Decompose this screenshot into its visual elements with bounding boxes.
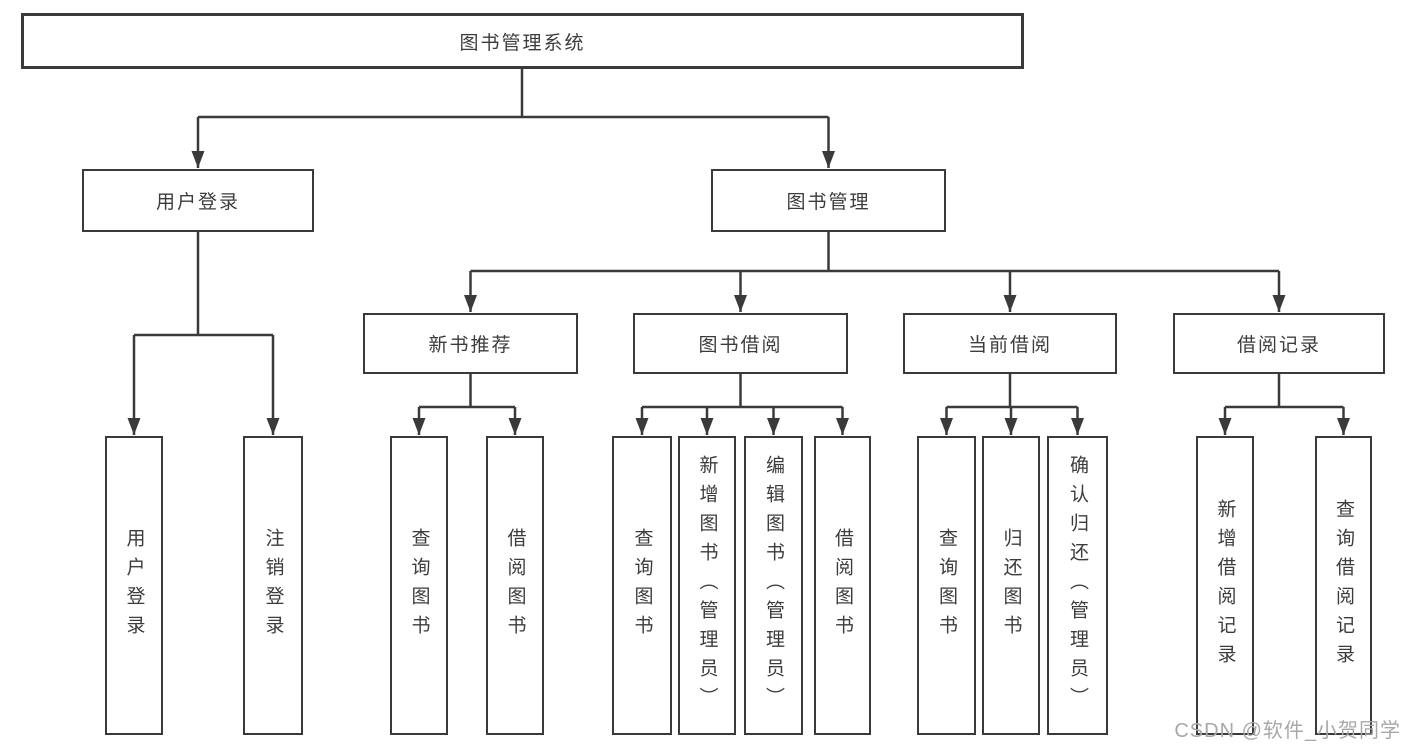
leaf-borrow-book-label: 借阅图书 [832, 527, 853, 644]
leaf-edit-book-admin-label: 编辑图书（管理员） [763, 455, 784, 716]
node-user-login: 用户登录 [82, 169, 314, 232]
leaf-query-book-borrow-label: 查询图书 [631, 527, 653, 644]
node-current-borrow-label: 当前借阅 [967, 335, 1052, 356]
node-borrow-records-label: 借阅记录 [1236, 335, 1321, 356]
leaf-confirm-return-admin: 确认归还（管理员） [1047, 436, 1108, 735]
leaf-borrow-book-recommend: 借阅图书 [486, 436, 544, 735]
leaf-query-book-recommend-label: 查询图书 [408, 527, 430, 644]
leaf-query-borrow-record: 查询借阅记录 [1315, 436, 1372, 735]
node-book-management: 图书管理 [711, 169, 946, 232]
node-book-management-label: 图书管理 [786, 192, 871, 213]
leaf-return-book-label: 归还图书 [1000, 527, 1022, 644]
leaf-query-book-borrow: 查询图书 [612, 436, 672, 735]
leaf-query-book-recommend: 查询图书 [390, 436, 448, 735]
node-new-book-recommend-label: 新书推荐 [428, 335, 513, 356]
node-current-borrow: 当前借阅 [903, 313, 1117, 374]
leaf-query-book-current-label: 查询图书 [936, 527, 957, 644]
node-root: 图书管理系统 [21, 13, 1024, 69]
node-user-login-label: 用户登录 [155, 192, 240, 213]
node-root-label: 图书管理系统 [459, 32, 586, 54]
node-new-book-recommend: 新书推荐 [363, 313, 578, 374]
watermark: CSDN @软件_小贺同学 [1174, 720, 1401, 742]
node-book-borrow: 图书借阅 [633, 313, 848, 374]
leaf-borrow-book: 借阅图书 [814, 436, 871, 735]
leaf-query-book-current: 查询图书 [917, 436, 976, 735]
node-book-borrow-label: 图书借阅 [698, 335, 783, 356]
leaf-add-book-admin: 新增图书（管理员） [678, 436, 736, 735]
leaf-return-book: 归还图书 [982, 436, 1040, 735]
leaf-borrow-book-recommend-label: 借阅图书 [504, 527, 526, 644]
leaf-query-borrow-record-label: 查询借阅记录 [1333, 498, 1354, 673]
leaf-logout: 注销登录 [243, 436, 303, 735]
leaf-add-book-admin-label: 新增图书（管理员） [696, 455, 718, 716]
leaf-user-login: 用户登录 [105, 436, 163, 735]
leaf-add-borrow-record-label: 新增借阅记录 [1214, 498, 1236, 673]
leaf-confirm-return-admin-label: 确认归还（管理员） [1067, 455, 1088, 716]
leaf-edit-book-admin: 编辑图书（管理员） [744, 436, 803, 735]
leaf-add-borrow-record: 新增借阅记录 [1196, 436, 1254, 735]
leaf-user-login-label: 用户登录 [123, 527, 145, 644]
leaf-logout-label: 注销登录 [262, 527, 284, 644]
node-borrow-records: 借阅记录 [1173, 313, 1385, 374]
